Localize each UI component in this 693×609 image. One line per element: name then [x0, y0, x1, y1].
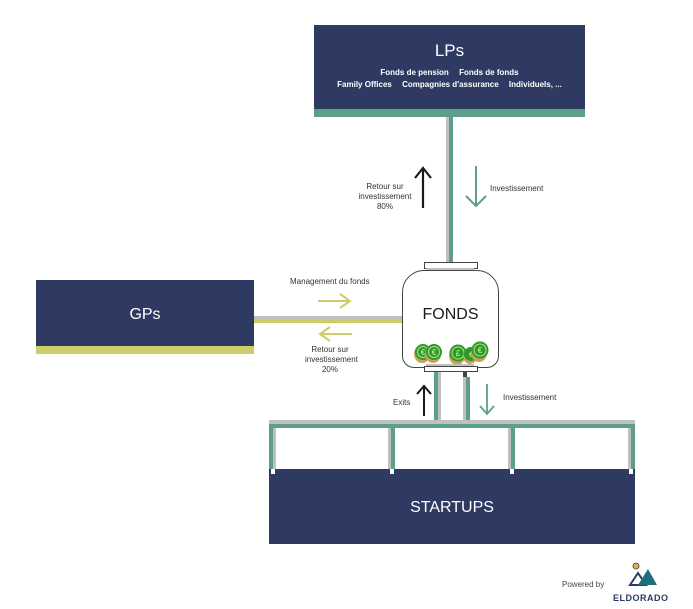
- investor-type: Family Offices: [337, 80, 392, 89]
- investor-type: Fonds de pension: [380, 68, 449, 77]
- startup-investment-pipe-shadow: [463, 377, 466, 420]
- startup-drop-4: [631, 428, 635, 469]
- startup-slot: [390, 469, 394, 474]
- startups-title: STARTUPS: [410, 499, 494, 516]
- lps-investors-row1: Fonds de pension Fonds de fonds: [314, 68, 585, 77]
- startup-drop-1: [269, 428, 273, 469]
- euro-coin-icon: €: [425, 344, 442, 363]
- eldorado-brand: ELDORADO: [613, 593, 669, 603]
- startups-box: STARTUPS: [269, 469, 635, 544]
- jar-lid-bottom: [424, 366, 478, 372]
- gp-management-pipe: [254, 316, 402, 319]
- pound-coin-icon: £: [449, 344, 467, 365]
- arrow-right-icon: [318, 293, 352, 309]
- startup-investment-pipe: [466, 377, 470, 420]
- exits-pipe: [434, 372, 438, 420]
- arrow-up-icon: [416, 384, 432, 416]
- startup-drop-2: [391, 428, 395, 469]
- startup-drop-1-shadow: [273, 428, 276, 469]
- jar-lid-top-rim: [426, 268, 474, 270]
- gps-base-bar: [36, 346, 254, 354]
- lp-investment-label: Investissement: [490, 184, 544, 193]
- fonds-title: FONDS: [422, 306, 479, 323]
- svg-text:€: €: [432, 348, 437, 357]
- lp-investment-pipe: [449, 117, 453, 262]
- coins-icon: € € £ € €: [414, 341, 489, 365]
- exits-label: Exits: [393, 398, 411, 407]
- eldorado-logo-icon: [628, 562, 657, 586]
- euro-coin-icon: €: [414, 344, 431, 363]
- startup-drop-3: [511, 428, 515, 469]
- svg-text:€: €: [478, 346, 483, 355]
- gps-title: GPs: [129, 306, 161, 323]
- gps-box: GPs: [36, 280, 254, 346]
- startup-investment-label: Investissement: [503, 393, 557, 402]
- investor-type: Fonds de fonds: [459, 68, 519, 77]
- lps-base-bar: [314, 109, 585, 117]
- svg-text:€: €: [469, 352, 473, 359]
- startup-slot: [510, 469, 514, 474]
- lp-return-line1: Retour sur: [366, 182, 404, 191]
- startup-drop-4-shadow: [628, 428, 631, 469]
- gp-return-line1: Retour sur: [311, 345, 349, 354]
- distribution-rail: [269, 424, 635, 428]
- lp-return-pipe: [446, 117, 449, 262]
- arrow-up-icon: [414, 166, 432, 208]
- powered-by-label: Powered by: [562, 580, 605, 589]
- lp-return-line2: investissement: [358, 192, 412, 201]
- investor-type: Individuels, ...: [508, 80, 562, 89]
- arrow-down-icon: [479, 384, 495, 416]
- gp-return-line3: 20%: [321, 365, 338, 374]
- svg-text:£: £: [456, 349, 461, 358]
- startup-investment-pipe-cap: [463, 372, 467, 377]
- lp-return-label: Retour sur investissement 80%: [355, 182, 415, 212]
- arrow-left-icon: [318, 326, 352, 342]
- startup-drop-3-shadow: [508, 428, 511, 469]
- arrow-down-icon: [465, 166, 487, 208]
- jar-lid-bottom-rim: [426, 364, 474, 366]
- gp-return-label: Retour sur investissement 20%: [305, 345, 358, 375]
- euro-coin-icon: €: [471, 341, 489, 362]
- svg-text:€: €: [421, 348, 426, 357]
- lps-title: LPs: [434, 41, 465, 60]
- gp-management-label: Management du fonds: [290, 277, 370, 286]
- lps-box: LPs Fonds de pension Fonds de fonds Fami…: [314, 25, 585, 109]
- lp-return-line3: 80%: [376, 202, 393, 211]
- startup-slot: [271, 469, 275, 474]
- investor-type: Compagnies d'assurance: [402, 80, 499, 89]
- startup-drop-2-shadow: [388, 428, 391, 469]
- gp-return-line2: investissement: [305, 355, 358, 364]
- gp-return-pipe: [254, 319, 402, 323]
- startup-slot: [629, 469, 633, 474]
- exits-pipe-shadow: [438, 372, 441, 420]
- lps-investors-row2: Family Offices Compagnies d'assurance In…: [314, 80, 585, 89]
- distribution-rail-top: [269, 420, 635, 424]
